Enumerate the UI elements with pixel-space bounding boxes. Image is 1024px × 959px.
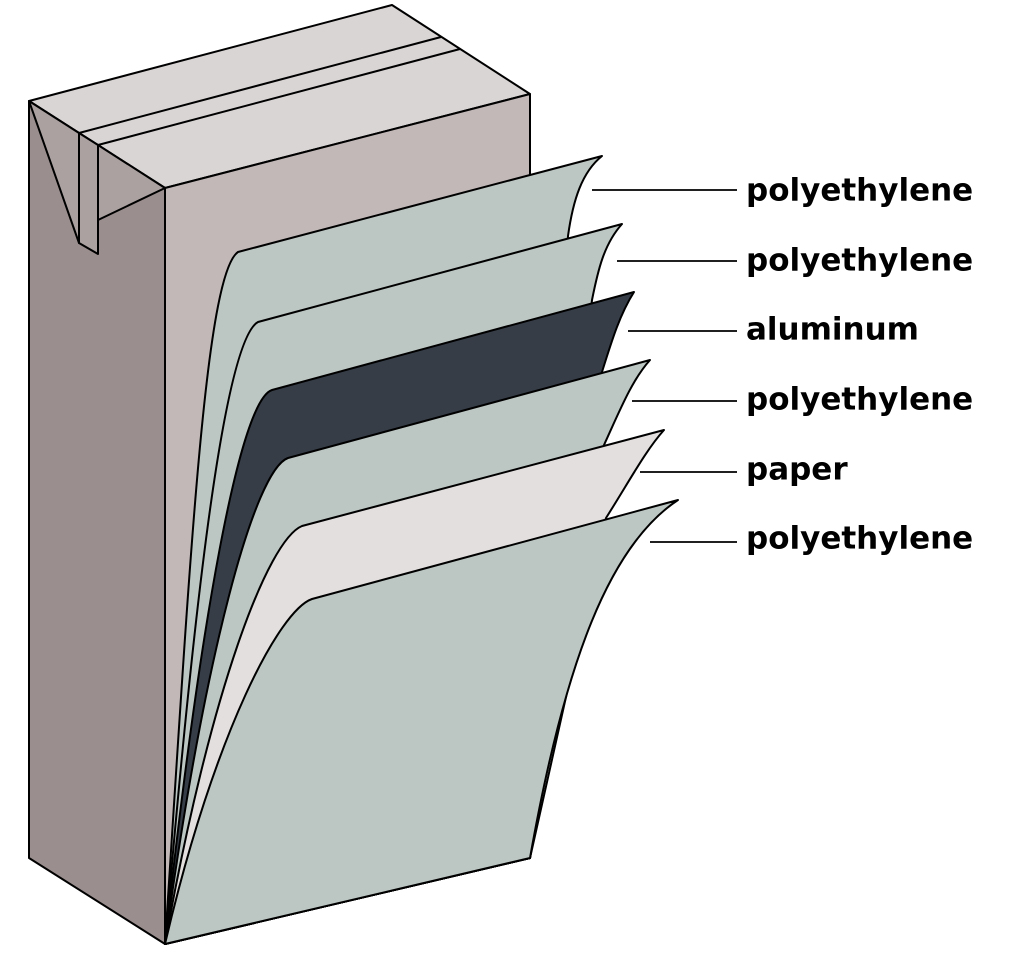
layer-sheet-6 bbox=[164, 499, 679, 945]
leader-lines bbox=[592, 189, 737, 543]
layer-label-2: polyethylene bbox=[746, 243, 973, 279]
layer-sheets bbox=[164, 155, 679, 945]
layer-label-6: polyethylene bbox=[746, 521, 973, 557]
layer-label-5: paper bbox=[746, 452, 848, 488]
layer-label-3: aluminum bbox=[746, 312, 919, 348]
carton-seal-line-2 bbox=[97, 48, 461, 146]
layer-label-1: polyethylene bbox=[746, 173, 973, 209]
carton-side-flap-right bbox=[78, 132, 99, 255]
layer-label-4: polyethylene bbox=[746, 382, 973, 418]
carton-side-flap-inner bbox=[97, 144, 166, 221]
carton-seal-line-1 bbox=[78, 36, 442, 134]
layer-labels: polyethylene polyethylene aluminum polye… bbox=[746, 173, 973, 557]
